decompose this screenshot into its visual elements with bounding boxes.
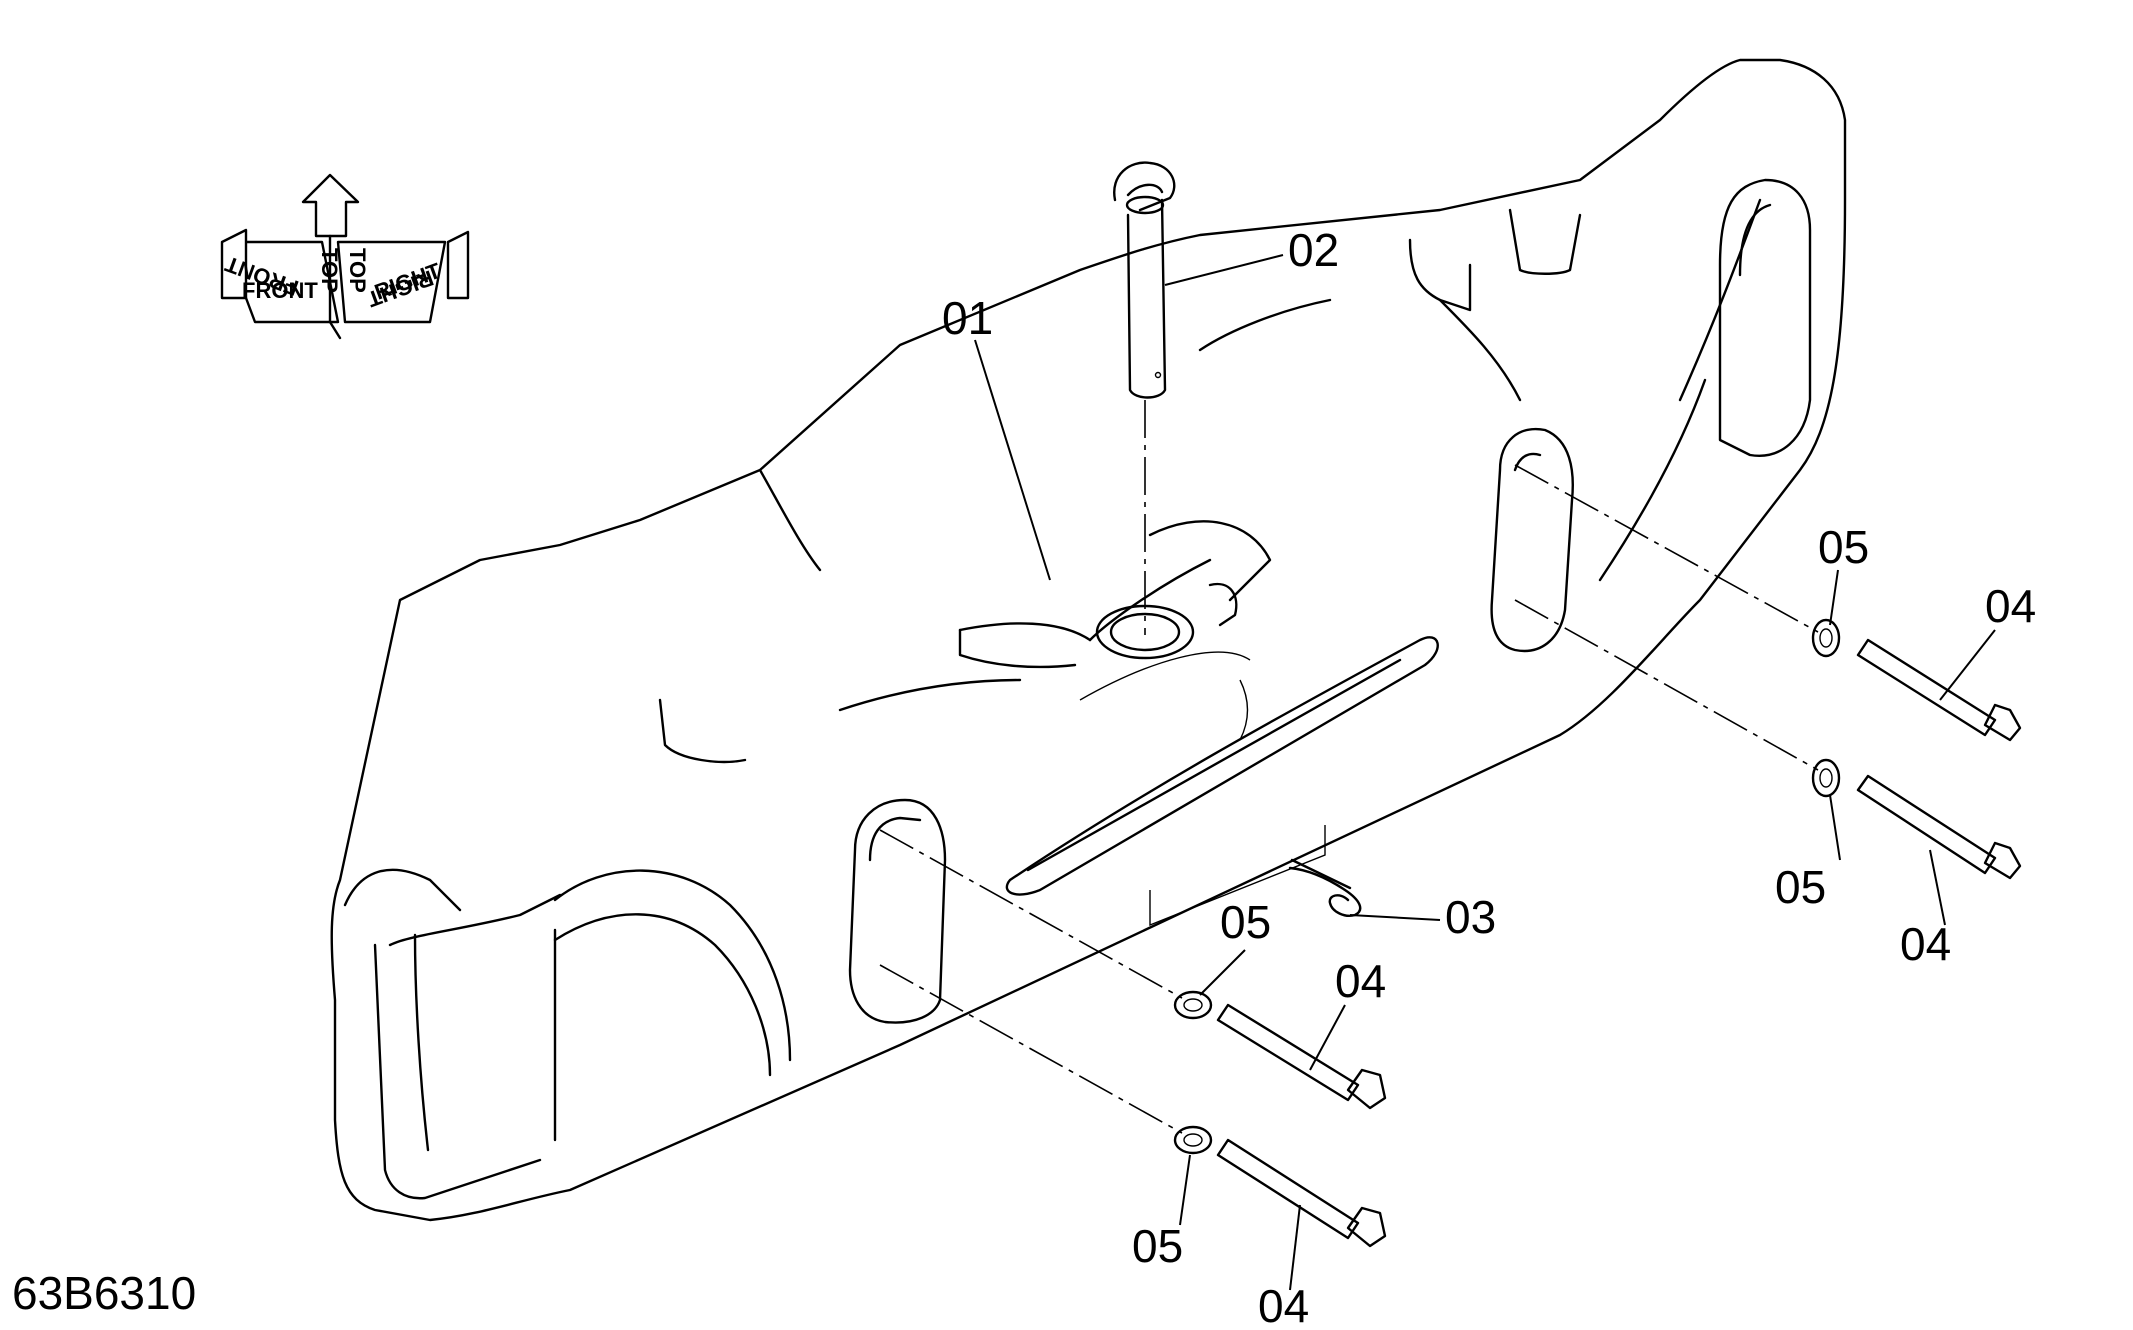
bolt-lower-1 [1173,990,1387,1110]
callout-04-mid: 04 [1335,955,1386,1007]
callout-04-right: 04 [1900,918,1951,970]
callout-04-upper-right: 04 [1985,580,2036,632]
callout-05-mid: 05 [1220,896,1271,948]
callout-03: 03 [1445,891,1496,943]
callout-02: 02 [1288,224,1339,276]
bolt-upper-right-1 [1811,618,2022,742]
front-label-bottom: FRONT [242,278,318,303]
leader-lines [974,254,1996,1291]
callout-05-bottom: 05 [1132,1220,1183,1272]
frame-part-01 [330,58,1847,1222]
callout-04-bottom: 04 [1258,1280,1309,1330]
top-label-2: TOP [345,248,370,293]
bolt-upper-right-2 [1811,758,2022,880]
callout-01: 01 [942,292,993,344]
center-lines [879,464,1819,1134]
bolt-lower-2 [1173,1125,1387,1248]
orientation-indicator: FRONT FRONT TOP TOP RIGHT RIGHT [220,173,470,340]
drawing-id: 63B6310 [12,1267,197,1319]
pin-part-02 [1113,161,1176,635]
callout-05-upper-right: 05 [1818,521,1869,573]
top-label: TOP [317,248,342,293]
callout-05-right: 05 [1775,861,1826,913]
